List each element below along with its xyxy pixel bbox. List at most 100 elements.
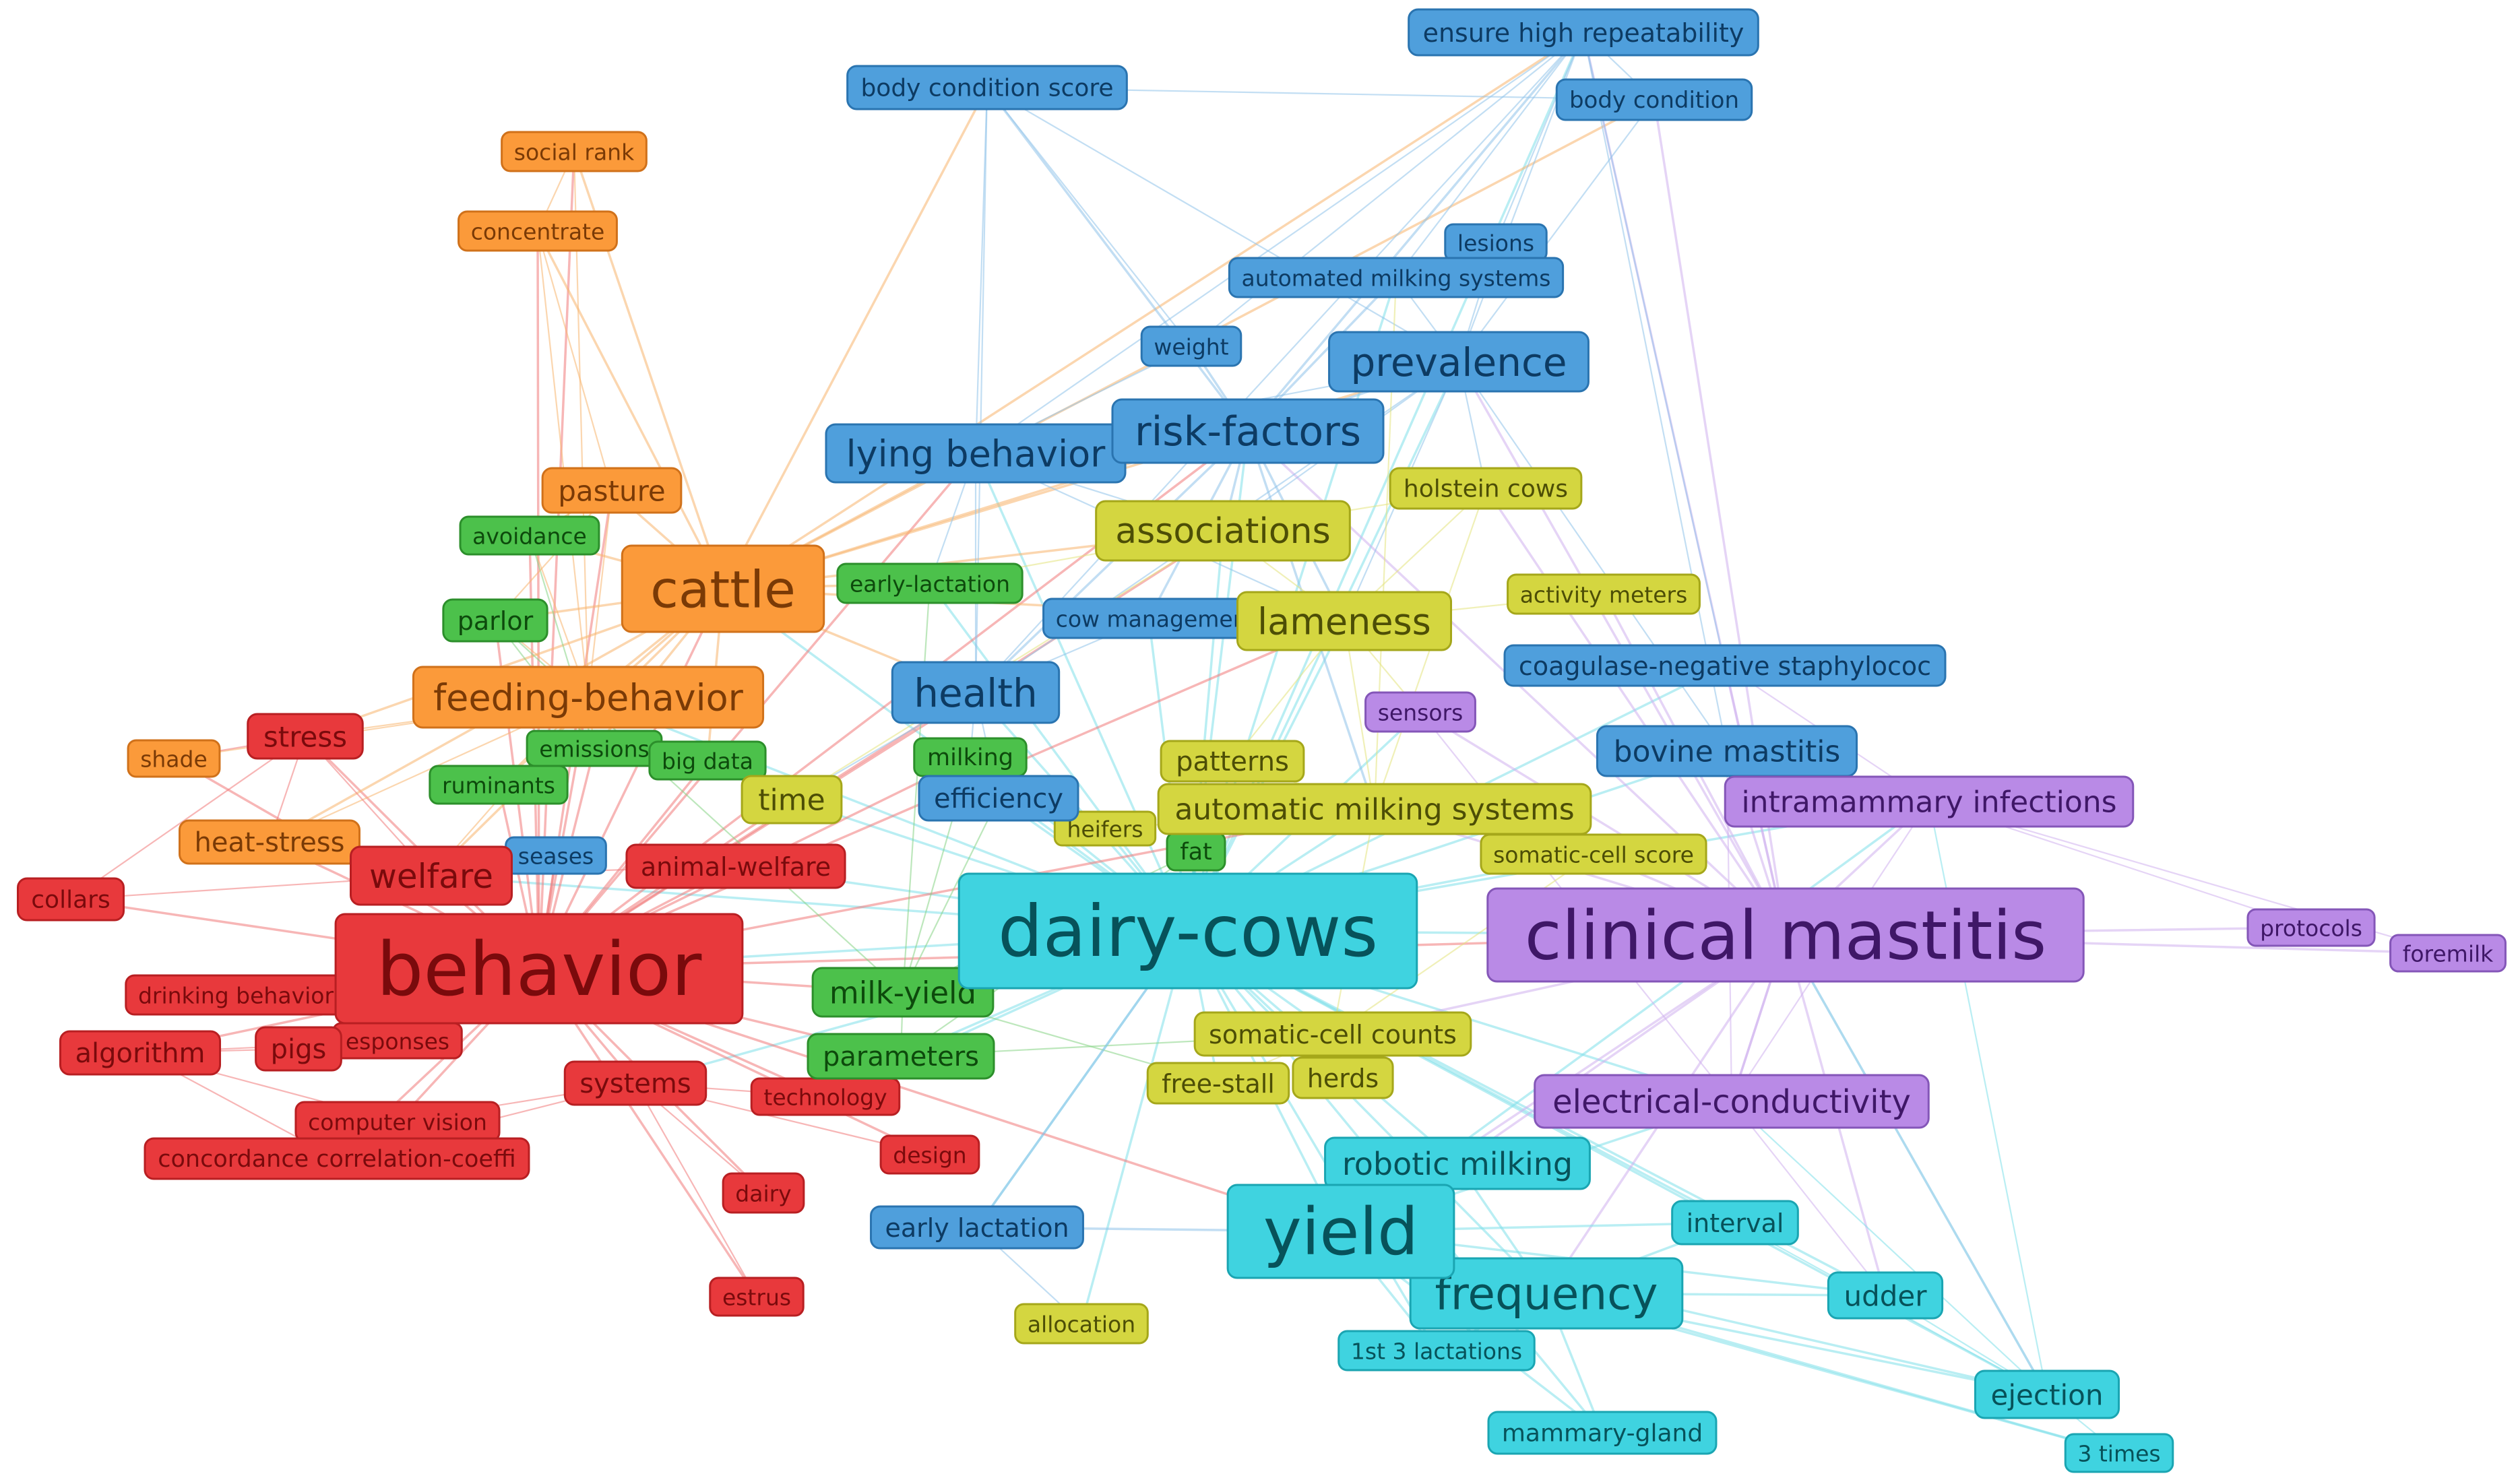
node-early-lactation[interactable]: early lactation bbox=[870, 1205, 1084, 1250]
node-drinking-behavior[interactable]: drinking behavior bbox=[125, 974, 347, 1016]
node-computer-vision[interactable]: computer vision bbox=[294, 1101, 501, 1142]
node-box bbox=[1140, 325, 1242, 367]
node-concordance-correlation-coeffi[interactable]: concordance correlation-coeffi bbox=[144, 1137, 530, 1180]
node-label: design bbox=[893, 1142, 966, 1169]
node-efficiency[interactable]: efficiency bbox=[918, 775, 1079, 822]
node-ensure-high-repeatability[interactable]: ensure high repeatability bbox=[1408, 8, 1759, 57]
node-dairy-cows[interactable]: dairy-cows bbox=[957, 872, 1418, 990]
node-label: estrus bbox=[722, 1285, 791, 1311]
node-bovine-mastitis[interactable]: bovine mastitis bbox=[1596, 725, 1858, 777]
node-emissions[interactable]: emissions bbox=[526, 730, 663, 767]
network-edge bbox=[1457, 360, 1728, 752]
network-edge bbox=[538, 489, 613, 970]
node-lesions[interactable]: lesions bbox=[1444, 223, 1548, 262]
node-somatic-cell-score[interactable]: somatic-cell score bbox=[1480, 833, 1707, 875]
node-early-lactation[interactable]: early-lactation bbox=[836, 562, 1024, 604]
node-label: early lactation bbox=[885, 1213, 1069, 1243]
node-free-stall[interactable]: free-stall bbox=[1146, 1062, 1290, 1105]
node-associations[interactable]: associations bbox=[1095, 500, 1351, 562]
node-time[interactable]: time bbox=[741, 775, 843, 825]
node-label: mammary-gland bbox=[1502, 1420, 1703, 1448]
node-box bbox=[563, 1060, 707, 1106]
node-stress[interactable]: stress bbox=[247, 713, 364, 760]
node-foremilk[interactable]: foremilk bbox=[2389, 934, 2507, 973]
node-parameters[interactable]: parameters bbox=[807, 1033, 995, 1080]
node-risk-factors[interactable]: risk-factors bbox=[1111, 398, 1385, 464]
node-milking[interactable]: milking bbox=[913, 737, 1028, 777]
node-heifers[interactable]: heifers bbox=[1053, 810, 1157, 847]
node-1st-3-lactations[interactable]: 1st 3 lactations bbox=[1337, 1330, 1536, 1372]
node-pasture[interactable]: pasture bbox=[541, 467, 683, 514]
node-cow-managemer[interactable]: cow managemer bbox=[1042, 598, 1255, 639]
node-shade[interactable]: shade bbox=[127, 739, 221, 778]
node-patterns[interactable]: patterns bbox=[1160, 740, 1305, 783]
node-frequency[interactable]: frequency bbox=[1409, 1257, 1684, 1330]
node-lameness[interactable]: lameness bbox=[1236, 591, 1453, 651]
node-body-condition[interactable]: body condition bbox=[1555, 78, 1753, 121]
node-box bbox=[1827, 1271, 1944, 1320]
node-yield[interactable]: yield bbox=[1226, 1184, 1455, 1279]
node-label: clinical mastitis bbox=[1525, 897, 2046, 975]
node-clinical-mastitis[interactable]: clinical mastitis bbox=[1486, 887, 2085, 983]
network-edge bbox=[1730, 1100, 2048, 1396]
node-systems[interactable]: systems bbox=[563, 1060, 707, 1106]
node-box bbox=[1671, 1200, 1799, 1246]
node-seases[interactable]: seases bbox=[505, 836, 607, 875]
node-interval[interactable]: interval bbox=[1671, 1200, 1799, 1246]
node-cattle[interactable]: cattle bbox=[621, 544, 825, 633]
node-feeding-behavior[interactable]: feeding-behavior bbox=[412, 666, 765, 729]
node-parlor[interactable]: parlor bbox=[442, 598, 548, 643]
network-edge bbox=[722, 31, 1585, 590]
network-edge bbox=[1494, 31, 1585, 244]
node-esponses[interactable]: esponses bbox=[332, 1022, 463, 1060]
node-behavior[interactable]: behavior bbox=[334, 913, 744, 1025]
node-mammary-gland[interactable]: mammary-gland bbox=[1487, 1411, 1718, 1455]
node-body-condition-score[interactable]: body condition score bbox=[846, 65, 1128, 110]
node-automatic-milking-systems[interactable]: automatic milking systems bbox=[1157, 783, 1592, 835]
node-holstein-cows[interactable]: holstein cows bbox=[1389, 467, 1583, 510]
node-collars[interactable]: collars bbox=[16, 877, 125, 922]
node-somatic-cell-counts[interactable]: somatic-cell counts bbox=[1193, 1011, 1472, 1057]
node-electrical-conductivity[interactable]: electrical-conductivity bbox=[1534, 1074, 1930, 1129]
node-ruminants[interactable]: ruminants bbox=[429, 765, 569, 805]
node-3-times[interactable]: 3 times bbox=[2064, 1433, 2174, 1473]
node-avoidance[interactable]: avoidance bbox=[459, 515, 600, 556]
node-technology[interactable]: technology bbox=[750, 1077, 901, 1116]
node-fat[interactable]: fat bbox=[1166, 831, 1226, 872]
node-udder[interactable]: udder bbox=[1827, 1271, 1944, 1320]
node-animal-welfare[interactable]: animal-welfare bbox=[625, 843, 846, 889]
node-intramammary-infections[interactable]: intramammary infections bbox=[1724, 775, 2135, 828]
node-health[interactable]: health bbox=[891, 661, 1061, 724]
node-robotic-milking[interactable]: robotic milking bbox=[1324, 1136, 1591, 1190]
node-label: protocols bbox=[2260, 915, 2362, 942]
node-social-rank[interactable]: social rank bbox=[501, 131, 648, 172]
node-big-data[interactable]: big data bbox=[648, 740, 767, 781]
node-concentrate[interactable]: concentrate bbox=[458, 210, 618, 252]
network-edge bbox=[536, 230, 613, 492]
node-ejection[interactable]: ejection bbox=[1974, 1369, 2120, 1419]
node-design[interactable]: design bbox=[879, 1134, 980, 1175]
node-weight[interactable]: weight bbox=[1140, 325, 1242, 367]
node-dairy[interactable]: dairy bbox=[722, 1172, 805, 1214]
node-coagulase-negative-staphylococ[interactable]: coagulase-negative staphylococ bbox=[1503, 644, 1947, 687]
node-herds[interactable]: herds bbox=[1292, 1056, 1394, 1099]
node-label: body condition bbox=[1569, 87, 1739, 114]
node-sensors[interactable]: sensors bbox=[1364, 691, 1476, 733]
node-algorithm[interactable]: algorithm bbox=[59, 1030, 222, 1076]
node-label: heat-stress bbox=[195, 827, 345, 858]
node-box bbox=[1157, 783, 1592, 835]
node-prevalence[interactable]: prevalence bbox=[1328, 331, 1590, 393]
node-box bbox=[836, 562, 1024, 604]
node-pigs[interactable]: pigs bbox=[255, 1026, 342, 1072]
node-protocols[interactable]: protocols bbox=[2246, 908, 2376, 947]
node-milk-yield[interactable]: milk-yield bbox=[811, 967, 995, 1018]
node-welfare[interactable]: welfare bbox=[349, 845, 513, 906]
node-heat-stress[interactable]: heat-stress bbox=[179, 819, 360, 865]
node-box bbox=[1337, 1330, 1536, 1372]
node-automated-milking-systems[interactable]: automated milking systems bbox=[1228, 257, 1565, 298]
node-activity-meters[interactable]: activity meters bbox=[1507, 573, 1701, 615]
node-box bbox=[1014, 1303, 1149, 1345]
node-lying-behavior[interactable]: lying behavior bbox=[825, 423, 1127, 484]
node-estrus[interactable]: estrus bbox=[709, 1277, 805, 1317]
node-allocation[interactable]: allocation bbox=[1014, 1303, 1149, 1345]
